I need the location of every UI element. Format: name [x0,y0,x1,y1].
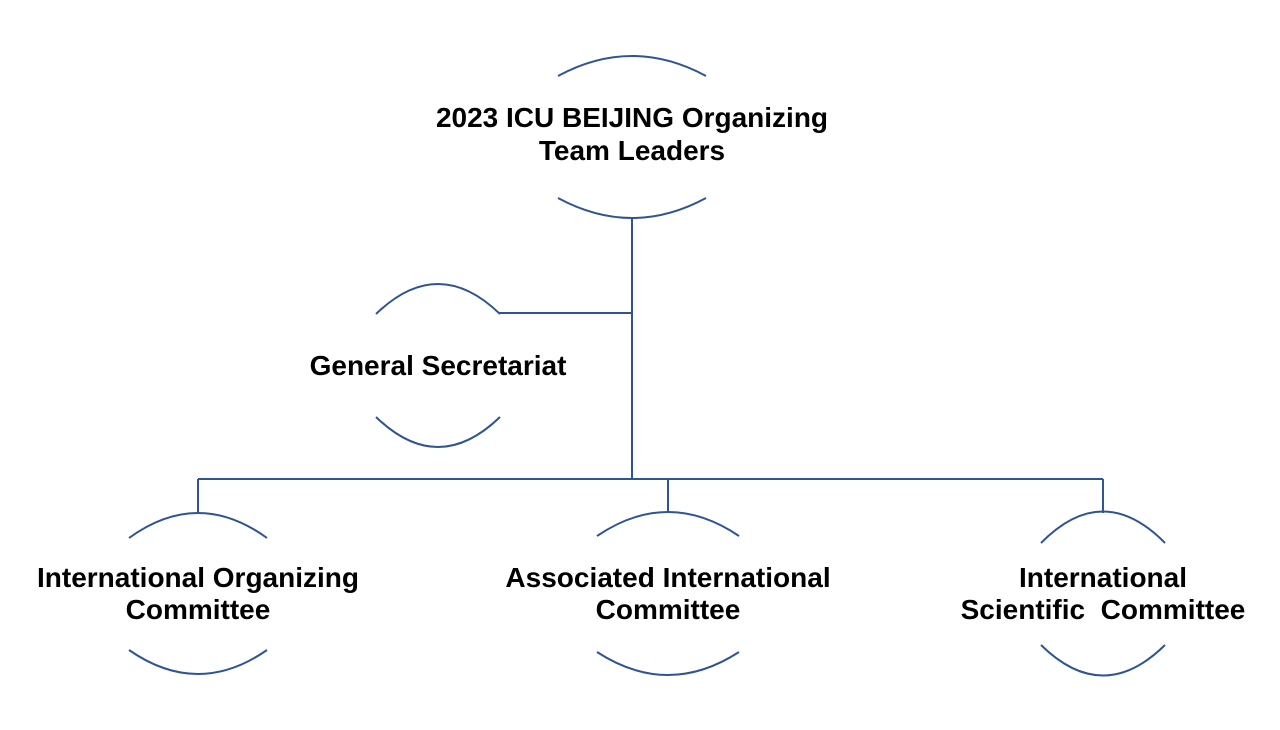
node-organizing-committee: International Organizing Committee [37,512,359,675]
associated-label-line2: Committee [596,594,741,625]
scientific-top-arc [1040,510,1166,544]
root-bottom-arc [557,197,707,219]
root-label-line2: Team Leaders [539,135,725,166]
secretariat-top-arc [375,283,501,315]
scientific-label-line2: Scientific Committee [961,594,1246,625]
organizing-bottom-arc [128,649,268,675]
organizing-label-line1: International Organizing [37,562,359,593]
node-associated-committee: Associated International Committee [505,511,831,676]
scientific-label-line1: International [1019,562,1187,593]
organizing-top-arc [128,512,268,539]
root-top-arc [557,55,707,77]
node-scientific-committee: International Scientific Committee [961,510,1246,677]
connectors [197,217,1104,513]
associated-label-line1: Associated International [505,562,830,593]
associated-bottom-arc [596,651,740,676]
node-secretariat: General Secretariat [310,283,567,448]
associated-top-arc [596,511,740,537]
node-root: 2023 ICU BEIJING Organizing Team Leaders [436,55,828,219]
root-label-line1: 2023 ICU BEIJING Organizing [436,102,828,133]
scientific-bottom-arc [1040,644,1166,677]
organizing-label-line2: Committee [126,594,271,625]
secretariat-label: General Secretariat [310,350,567,381]
secretariat-bottom-arc [375,416,501,448]
